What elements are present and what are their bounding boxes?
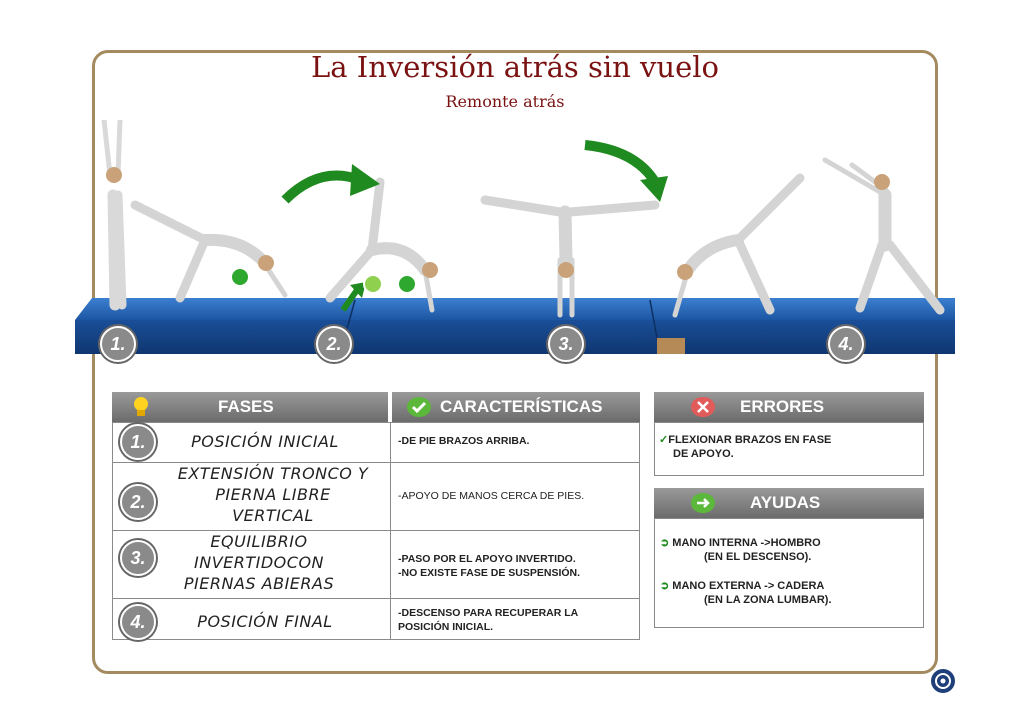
page-frame (92, 50, 938, 674)
scene-badge-1: 1. (100, 326, 136, 362)
checkmark-icon: ✓ (659, 434, 669, 446)
gymnast-figure-4b (822, 157, 945, 315)
errors-header: ERRORES (654, 392, 924, 422)
phases-header: FASES (112, 392, 388, 422)
gymnast-figure-1 (101, 120, 127, 311)
arrow-right-icon (690, 491, 716, 525)
gymnast-figure-3 (480, 195, 660, 318)
phases-table (112, 422, 640, 640)
arrow-circle-icon: ➲ (660, 580, 670, 592)
phase-badge-3: 3. (120, 540, 156, 576)
page-title: La Inversión atrás sin vuelo (310, 50, 720, 84)
phase-badge-1: 1. (120, 424, 156, 460)
page-subtitle: Remonte atrás (445, 92, 565, 111)
aids-box (654, 518, 924, 628)
motion-arrow-1 (281, 170, 362, 204)
aid-2: ➲ MANO EXTERNA -> CADERA (EN LA ZONA LUM… (660, 580, 832, 606)
phase-3-text: EQUILIBRIO INVERTIDOCON PIERNAS ABIERAS (183, 532, 335, 593)
error-1: ✓FLEXIONAR BRAZOS EN FASE DE APOYO. (659, 434, 832, 460)
x-icon (690, 395, 716, 429)
characteristic-3: -PASO POR EL APOYO INVERTIDO. -NO EXISTE… (398, 553, 581, 579)
phase-badge-2: 2. (120, 484, 156, 520)
gymnastics-illustration (75, 120, 955, 355)
lightbulb-icon (130, 395, 152, 429)
characteristic-1: -DE PIE BRAZOS ARRIBA. (398, 435, 530, 447)
characteristic-4: -DESCENSO PARA RECUPERAR LA POSICIÓN INI… (398, 607, 579, 633)
characteristics-header: CARACTERÍSTICAS (392, 392, 640, 422)
logo-icon (930, 668, 956, 699)
scene-badge-4: 4. (828, 326, 864, 362)
aid-1: ➲ MANO INTERNA ->HOMBRO (EN EL DESCENSO)… (660, 537, 821, 563)
motion-arrow-2 (584, 140, 660, 185)
scene-badge-2: 2. (316, 326, 352, 362)
phase-1-text: POSICIÓN INICIAL (191, 432, 339, 451)
phase-badge-4: 4. (120, 604, 156, 640)
phase-4-text: POSICIÓN FINAL (197, 612, 333, 631)
support-point-icon (230, 267, 417, 294)
scene-badge-3: 3. (548, 326, 584, 362)
mat-top (75, 298, 955, 320)
phase-2-text: EXTENSIÓN TRONCO Y PIERNA LIBRE VERTICAL (177, 464, 369, 525)
gymnast-figure-4 (672, 173, 805, 318)
aids-header: AYUDAS (654, 488, 924, 518)
characteristic-2: -APOYO DE MANOS CERCA DE PIES. (398, 490, 585, 502)
arrow-circle-icon: ➲ (660, 537, 670, 549)
gymnast-figure-1b (130, 200, 288, 303)
push-arrow (340, 288, 360, 312)
mat-front (75, 320, 955, 354)
check-icon (406, 395, 432, 429)
gymnast-figure-2 (325, 177, 438, 313)
errors-box (654, 422, 924, 476)
